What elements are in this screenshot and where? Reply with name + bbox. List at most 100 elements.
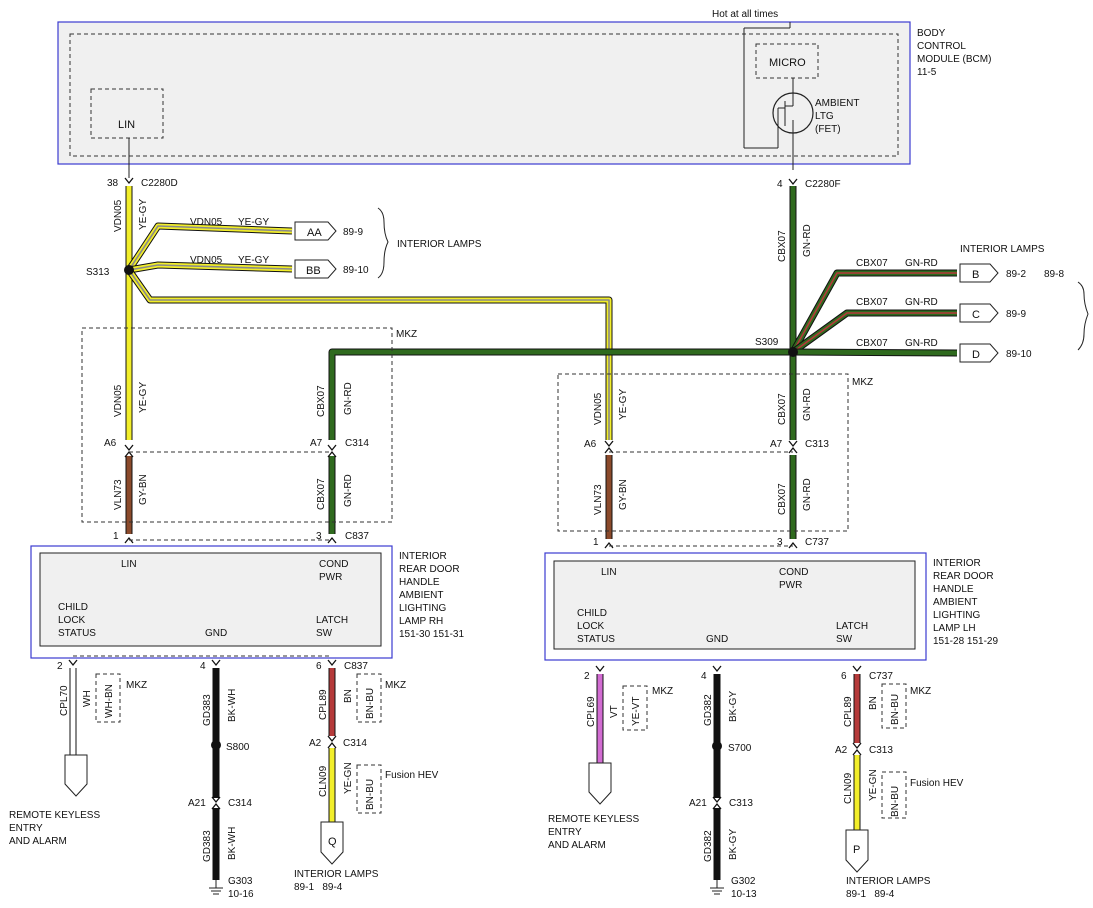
rear-door-handle-lh-module: LIN COND PWR CHILD LOCK STATUS GND LATCH… [544,552,998,661]
rke-lh-1: REMOTE KEYLESS [548,814,639,825]
conn-c314-gnd: C314 [228,798,252,809]
pin-38: 38 [107,178,119,189]
rh-label-5: LIGHTING [399,603,446,614]
pin-a7-left: A7 [310,438,323,449]
ref-d-tag[interactable]: D [959,343,999,363]
conn-c313-top: C313 [805,439,829,450]
rh-child-3: STATUS [58,628,96,639]
mkz-left: MKZ [396,329,417,340]
rh-label-1: INTERIOR [399,551,447,562]
conn-c2280d: C2280D [141,178,178,189]
ground-g302: G302 [731,876,756,887]
micro-block [755,43,819,79]
rke-connector-lh[interactable] [588,762,612,805]
b-wire-id: CBX07 [856,258,888,269]
mkz-box-wh [95,673,121,723]
pin-a6-left: A6 [104,438,117,449]
rke-lh-3: AND ALARM [548,840,606,851]
mkz-box-left [81,327,393,523]
ref-aa-tag[interactable]: AA [294,221,337,241]
mkz-bn-lh: MKZ [910,686,931,697]
ref-q-connector[interactable]: Q [320,821,344,865]
wire-vln73-a: VLN73 [113,479,124,510]
wire-ye-gn-b: YE-GN [868,769,879,801]
splice-s313-dot [124,265,134,275]
splice-s700: S700 [728,743,752,754]
wire-cbx07-c: CBX07 [777,230,788,262]
wire-vdn05-to-bb-tracer [128,264,293,271]
hot-at-all-times: Hot at all times [712,9,778,20]
lh-label-1: INTERIOR [933,558,981,569]
wire-wh-bn: WH-BN [104,684,115,718]
ref-b-tag[interactable]: B [959,263,999,283]
bcm-title-3: MODULE (BCM) [917,54,991,65]
ref-b-page: 89-2 [1006,269,1026,280]
bcm-title-1: BODY [917,28,946,39]
rh-lin: LIN [121,559,137,570]
mkz-vt: MKZ [652,686,673,697]
rh-label-6: LAMP RH [399,616,443,627]
wire-cpl69: CPL69 [586,696,597,727]
wire-gn-rd-c: GN-RD [802,224,813,257]
wire-vln73-b: VLN73 [593,484,604,515]
ref-c-tag[interactable]: C [959,303,999,323]
rh-latch-1: LATCH [316,615,348,626]
wire-cbx07-to-rh [329,349,793,440]
pin-3-left: 3 [316,531,322,542]
interior-lamps-lh: INTERIOR LAMPS [846,876,931,887]
lh-gnd: GND [706,634,728,645]
rke-connector-rh[interactable] [64,754,88,797]
wire-cbx07-a: CBX07 [316,385,327,417]
wire-gd382-b: GD382 [703,830,714,862]
wire-cln09-b: CLN09 [843,772,854,804]
mkz-box-right [557,373,849,532]
splice-s700-dot [712,741,722,751]
lh-label-7: 151-28 151-29 [933,636,998,647]
interior-lamps-rh-pages: 89-1 89-4 [294,882,343,893]
mkz-box-vt [622,685,648,731]
wire-bn-b: BN [868,696,879,710]
splice-s800-dot [211,740,221,750]
conn-c837-top: C837 [345,531,369,542]
ref-c-page: 89-9 [1006,309,1026,320]
ground-g302-symbol [710,880,724,895]
conn-c737-bot: C737 [869,671,893,682]
pin-6-lh: 6 [841,671,847,682]
wire-vdn05-a: VDN05 [113,199,124,232]
rh-label-7: 151-30 151-31 [399,629,464,640]
pin-1-right: 1 [593,537,599,548]
ref-p-connector[interactable]: P [845,829,869,873]
interior-lamps-left: INTERIOR LAMPS [397,239,482,250]
splice-s309: S309 [755,337,779,348]
bb-wire-color: YE-GY [238,255,269,266]
wire-gn-rd-a: GN-RD [343,382,354,415]
wire-cbx07-d: CBX07 [777,393,788,425]
lh-label-5: LIGHTING [933,610,980,621]
interior-lamps-right: INTERIOR LAMPS [960,244,1045,255]
wire-bk-gy-b: BK-GY [728,829,739,860]
ref-bb-tag[interactable]: BB [294,259,337,279]
wire-cpl89-a: CPL89 [318,689,329,720]
fusion-hev-lh: Fusion HEV [910,778,964,789]
rke-rh-2: ENTRY [9,823,43,834]
mkz-bn-rh: MKZ [385,680,406,691]
wire-cpl89-b: CPL89 [843,696,854,727]
ground-g302-page: 10-13 [731,889,757,900]
wire-bn-bu-d: BN-BU [890,786,901,817]
rh-bottom-circuits: 2 4 6 C837 CPL70 WH WH-BN MKZ REMOTE KEY… [9,659,439,900]
pin-a7-right: A7 [770,439,783,450]
pin-a21-lh: A21 [689,798,707,809]
svg-text:BB: BB [306,265,321,277]
lh-bottom-circuits: 2 4 6 C737 CPL69 VT YE-VT MKZ REMOTE KEY… [548,665,964,900]
conn-c313-latch: C313 [869,745,893,756]
wire-cbx07-b: CBX07 [316,478,327,510]
wire-cbx07-to-d [792,349,958,356]
wire-cbx07-to-rh-outline [328,348,793,440]
wire-gd383-b: GD383 [202,830,213,862]
conn-c837-bot: C837 [344,661,368,672]
bcm-lin-label: LIN [118,119,135,131]
rh-cond-1: COND [319,559,348,570]
wire-vdn05-b: VDN05 [113,384,124,417]
interior-lamps-rh: INTERIOR LAMPS [294,869,379,880]
wire-vdn05-to-aa-tracer [128,225,293,271]
